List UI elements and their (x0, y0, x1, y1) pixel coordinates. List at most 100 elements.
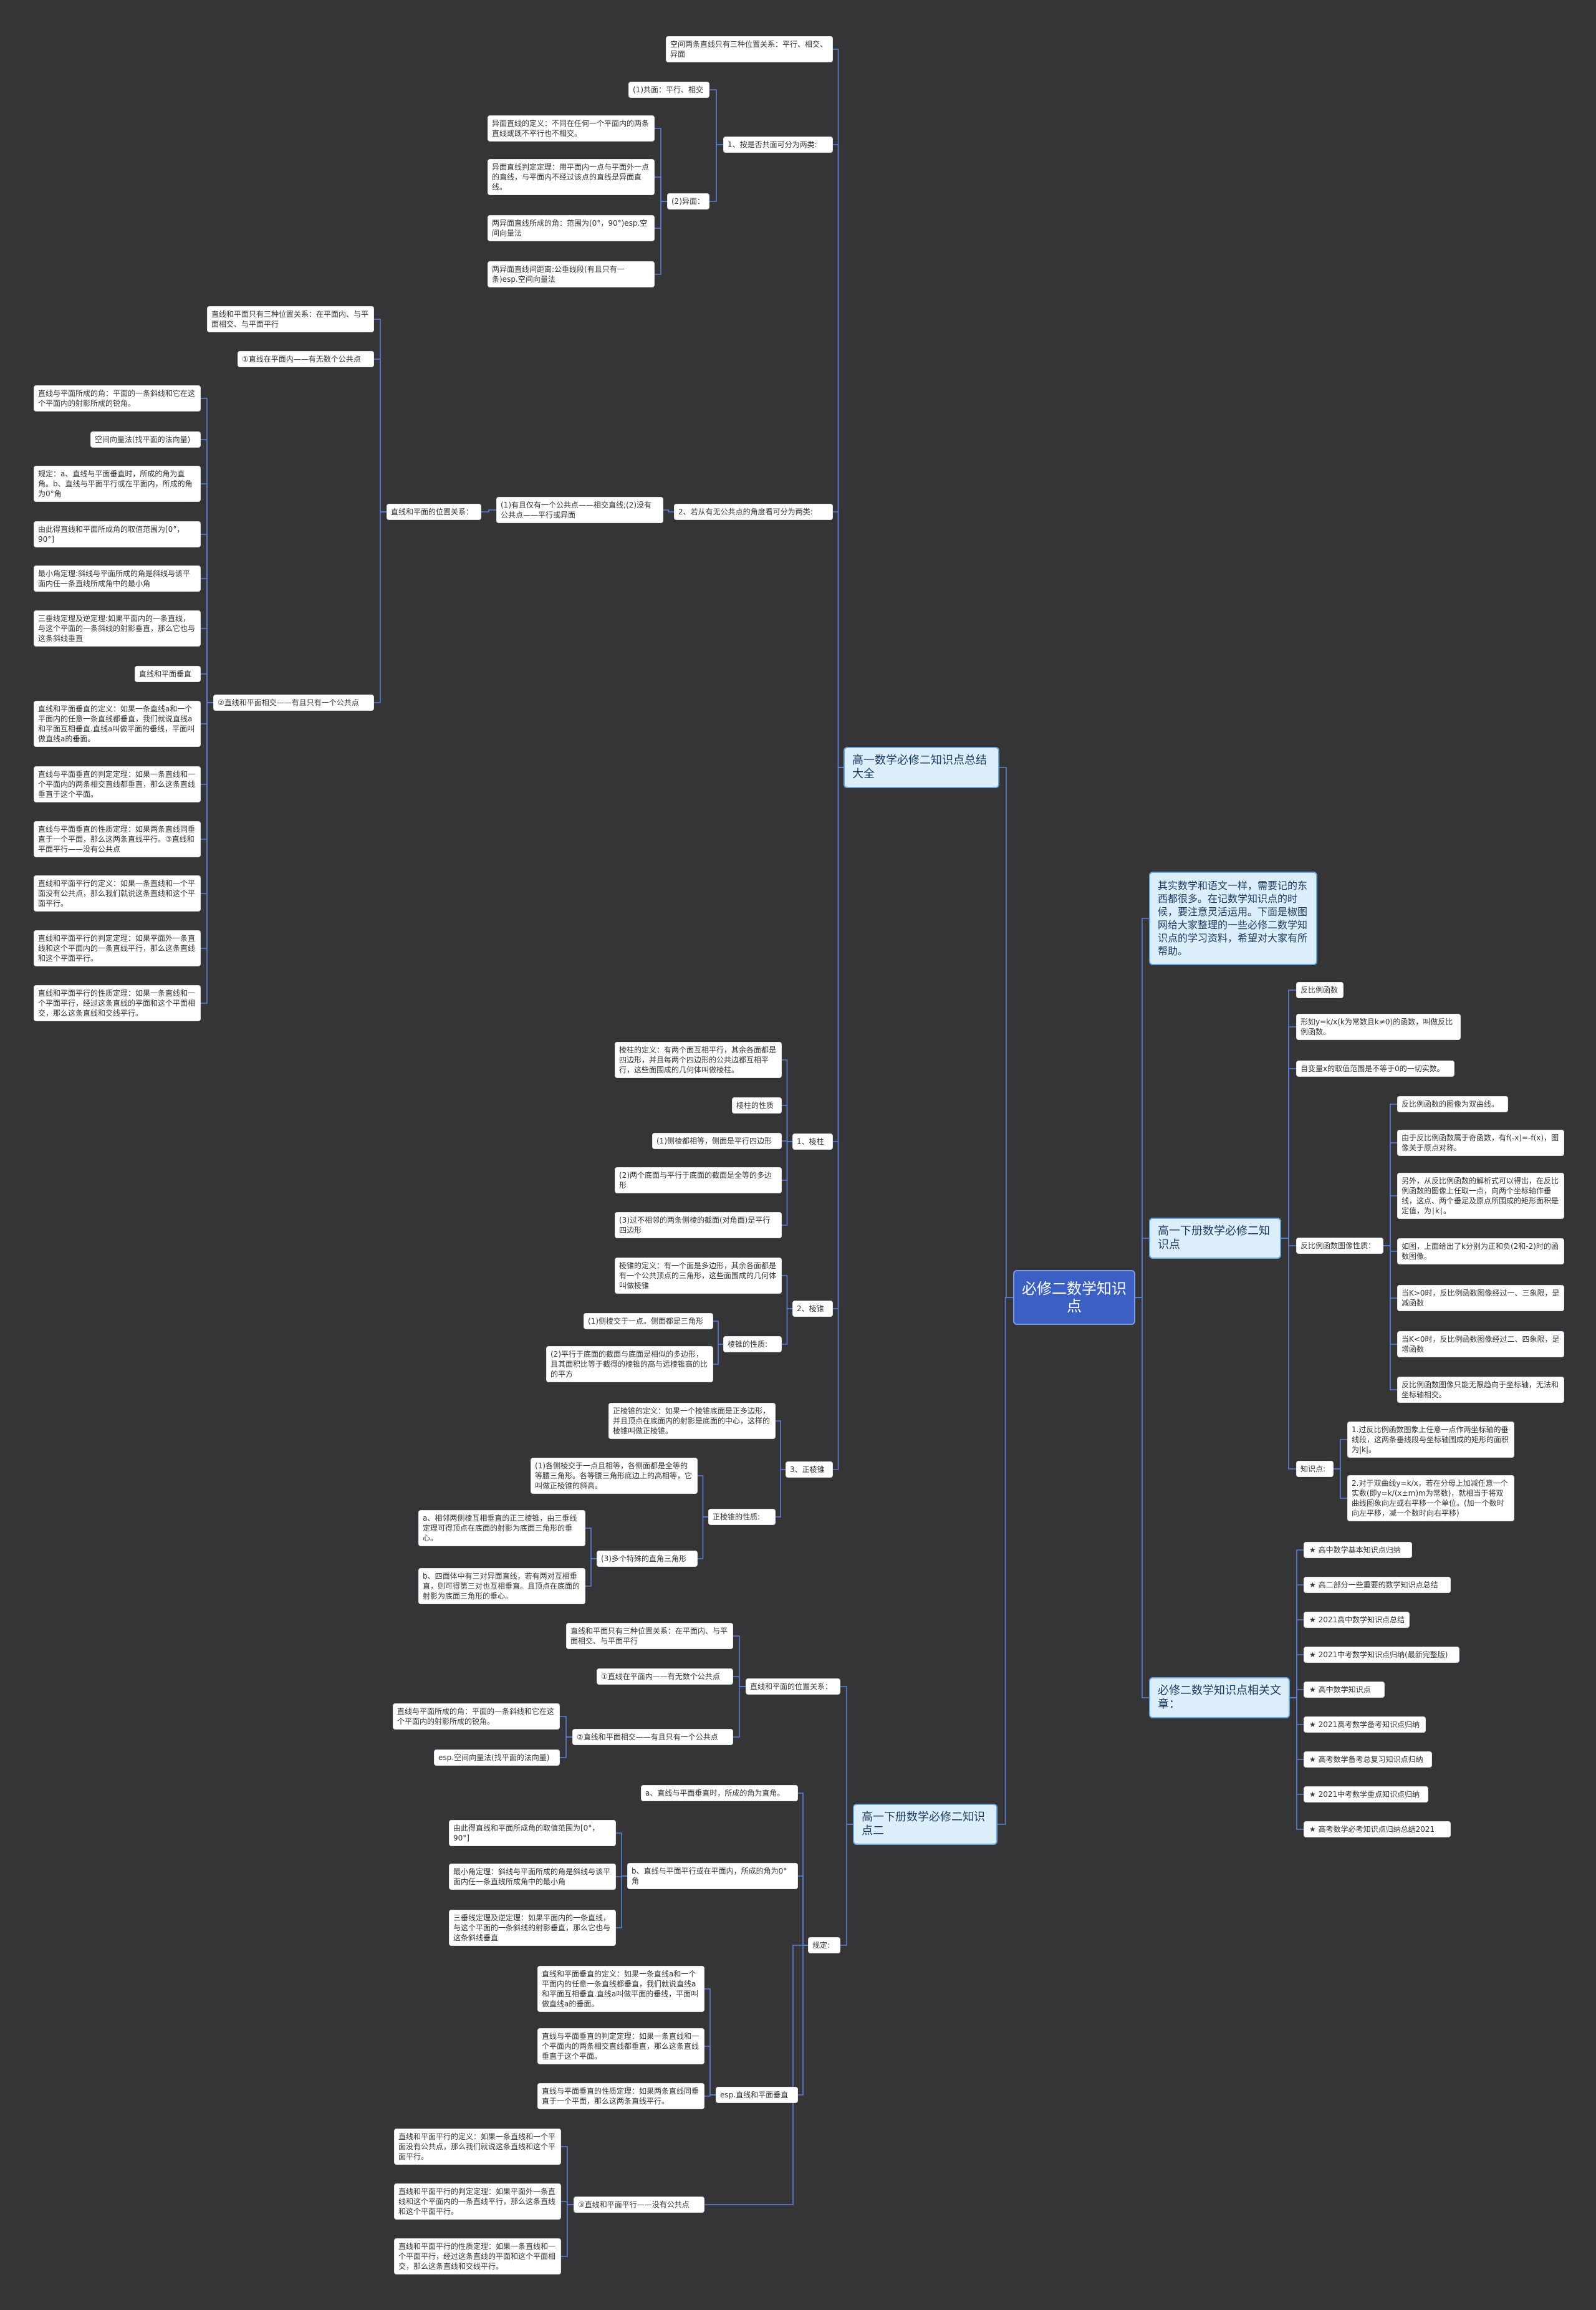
node-h3-3[interactable]: 直线与平面垂直的性质定理：如果两条直线同垂直于一个平面，那么这两条直线平行。 (537, 2083, 704, 2109)
article-link-7[interactable]: ★ 高考数学备考总复习知识点归纳 (1304, 1751, 1432, 1768)
node-h2-3[interactable]: 三垂线定理及逆定理：如果平面内的一条直线，与这个平面的一条斜线的射影垂直，那么它… (449, 1910, 616, 1946)
node-d1[interactable]: 1.过反比例函数图象上任意一点作两坐标轴的垂线段，这两条垂线段与坐标轴围成的矩形… (1347, 1422, 1514, 1458)
connector-line (1281, 1238, 1296, 1470)
node-c2[interactable]: 2、棱锥 (792, 1301, 833, 1317)
branch-intro[interactable]: 其实数学和语文一样，需要记的东西都很多。在记数学知识点的时候，要注意灵活运用。下… (1149, 872, 1317, 965)
node-g[interactable]: 直线和平面的位置关系： (746, 1678, 840, 1695)
branch-related-articles[interactable]: 必修二数学知识点相关文章： (1149, 1677, 1290, 1718)
node-a1-2-4[interactable]: 两异面直线间距离:公垂线段(有且只有一条)esp.空间向量法 (488, 261, 655, 287)
node-a1-2-3[interactable]: 两异面直线所成的角：范围为(0°，90°)esp.空间向量法 (488, 215, 655, 241)
article-link-2[interactable]: ★ 高二部分一些重要的数学知识点总结 (1304, 1577, 1451, 1593)
node-c1-5[interactable]: (3)过不相邻的两条侧棱的截面(对角面)是平行四边形 (615, 1212, 782, 1238)
node-c3-1[interactable]: 正棱锥的定义：如果一个棱锥底面是正多边形，并且顶点在底面内的射影是底面的中心，这… (608, 1403, 776, 1439)
article-link-8[interactable]: ★ 2021中考数学重点知识点归纳 (1304, 1786, 1428, 1802)
node-b2-3[interactable]: 规定：a、直线与平面垂直时，所成的角为直角。b、直线与平面平行或在平面内，所成的… (34, 466, 201, 502)
node-h4-2[interactable]: 直线和平面平行的判定定理：如果平面外一条直线和这个平面内的一条直线平行，那么这条… (394, 2183, 561, 2220)
root-node[interactable]: 必修二数学知识点 (1013, 1270, 1135, 1325)
node-a1-1[interactable]: (1)共面：平行、相交 (628, 82, 709, 98)
connector-line (782, 1141, 792, 1226)
node-h3-2[interactable]: 直线与平面垂直的判定定理：如果一条直线和一个平面内的两条相交直线都垂直，那么这条… (537, 2028, 704, 2064)
node-c2-2-2[interactable]: (2)平行于底面的截面与底面是相似的多边形，且其面积比等于截得的棱锥的高与远棱锥… (546, 1346, 713, 1382)
node-h4[interactable]: ③直线和平面平行——没有公共点 (574, 2197, 704, 2213)
node-b2-2[interactable]: 空间向量法(找平面的法向量) (90, 431, 201, 448)
node-h1[interactable]: a、直线与平面垂直时，所成的角为直角。 (641, 1785, 798, 1801)
node-e3-1[interactable]: 反比例函数的图像为双曲线。 (1397, 1096, 1508, 1112)
node-h2-2[interactable]: 最小角定理：斜线与平面所成的角是斜线与该平面内任一条直线所成角中的最小角 (449, 1864, 616, 1890)
node-b2[interactable]: ②直线和平面相交——有且只有一个公共点 (213, 695, 374, 711)
node-b2-8[interactable]: 直线和平面垂直的定义：如果一条直线a和一个平面内的任意一条直线都垂直，我们就说直… (34, 701, 201, 747)
branch-second-semester-two[interactable]: 高一下册数学必修二知识点二 (853, 1804, 998, 1845)
node-c3-2-2-1[interactable]: a、相邻两侧棱互相垂直的正三棱锥，由三垂线定理可得顶点在底面的射影为底面三角形的… (418, 1510, 585, 1546)
node-b2-6[interactable]: 三垂线定理及逆定理:如果平面内的一条直线，与这个平面的一条斜线的射影垂直，那么它… (34, 610, 201, 647)
node-a2-1[interactable]: (1)有且仅有一个公共点——相交直线;(2)没有公共点——平行或异面 (496, 497, 663, 523)
node-a1-2-2[interactable]: 异面直线判定定理：用平面内一点与平面外一点的直线，与平面内不经过该点的直线是异面… (488, 159, 655, 195)
node-h4-1[interactable]: 直线和平面平行的定义：如果一条直线和一个平面没有公共点，那么我们就说这条直线和这… (394, 2129, 561, 2165)
node-c2-1[interactable]: 棱锥的定义：有一个面是多边形，其余各面都是有一个公共顶点的三角形，这些面围成的几… (615, 1258, 782, 1294)
article-link-1[interactable]: ★ 高中数学基本知识点归纳 (1304, 1542, 1412, 1558)
node-b2-1[interactable]: 直线与平面所成的角：平面的一条斜线和它在这个平面内的射影所成的锐角。 (34, 385, 201, 411)
node-c3-2-2-2[interactable]: b、四面体中有三对异面直线，若有两对互相垂直，则可得第三对也互相垂直。且顶点在底… (418, 1568, 585, 1604)
node-e4[interactable]: 知识点: (1296, 1461, 1334, 1477)
node-g2-2[interactable]: esp.空间向量法(找平面的法向量) (434, 1749, 560, 1766)
node-c3[interactable]: 3、正棱锥 (786, 1461, 833, 1478)
node-e0[interactable]: 反比例函数 (1296, 982, 1344, 998)
node-c2-2-1[interactable]: (1)侧棱交于一点。侧面都是三角形 (584, 1313, 713, 1329)
branch-summary[interactable]: 高一数学必修二知识点总结大全 (844, 747, 999, 788)
node-b2-13[interactable]: 直线和平面平行的性质定理：如果一条直线和一个平面平行，经过这条直线的平面和这个平… (34, 985, 201, 1021)
node-a-intro[interactable]: 空间两条直线只有三种位置关系：平行、相交、异面 (666, 36, 833, 62)
connector-line (999, 767, 1013, 1298)
node-e2[interactable]: 自变量x的取值范围是不等于0的一切实数。 (1296, 1061, 1454, 1077)
node-e3-4[interactable]: 如图，上面给出了k分别为正和负(2和-2)时的函数图像。 (1397, 1238, 1564, 1264)
node-e3-5[interactable]: 当K>0时，反比例函数图像经过一、三象限，是减函数 (1397, 1285, 1564, 1311)
node-b2-7[interactable]: 直线和平面垂直 (135, 666, 201, 682)
node-e3-3[interactable]: 另外，从反比例函数的解析式可以得出，在反比例函数的图像上任取一点，向两个坐标轴作… (1397, 1173, 1564, 1219)
node-b2-5[interactable]: 最小角定理:斜线与平面所成的角是斜线与该平面内任一条直线所成角中的最小角 (34, 565, 201, 592)
node-e3-6[interactable]: 当K<0时，反比例函数图像经过二、四象限，是增函数 (1397, 1331, 1564, 1357)
node-b2-12[interactable]: 直线和平面平行的判定定理：如果平面外一条直线和这个平面内的一条直线平行，那么这条… (34, 930, 201, 966)
node-g2[interactable]: ②直线和平面相交——有且只有一个公共点 (572, 1729, 733, 1745)
node-e3[interactable]: 反比例函数图像性质： (1296, 1238, 1383, 1254)
node-e3-2[interactable]: 由于反比例函数属于奇函数，有f(-x)=-f(x)，图像关于原点对称。 (1397, 1130, 1564, 1156)
node-g0[interactable]: 直线和平面只有三种位置关系：在平面内、与平面相交、与平面平行 (566, 1623, 733, 1649)
node-a1[interactable]: 1、按是否共面可分为两类: (723, 137, 833, 153)
connector-line (998, 1297, 1013, 1825)
article-link-3[interactable]: ★ 2021高中数学知识点总结 (1304, 1612, 1410, 1628)
node-d2[interactable]: 2.对于双曲线y=k/x，若在分母上加减任意一个实数(即y=k/(x±m)m为常… (1347, 1475, 1514, 1521)
node-c1-1[interactable]: 棱柱的定义：有两个面互相平行，其余各面都是四边形，并且每两个四边形的公共边都互相… (615, 1042, 782, 1078)
node-c1-3[interactable]: (1)侧棱都相等，侧面是平行四边形 (652, 1133, 782, 1149)
node-c3-2-1[interactable]: (1)各侧棱交于一点且相等，各侧面都是全等的等腰三角形。各等腰三角形底边上的高相… (531, 1458, 698, 1494)
node-c2-2[interactable]: 棱锥的性质: (723, 1336, 782, 1352)
node-b1[interactable]: ①直线在平面内——有无数个公共点 (238, 351, 374, 367)
node-a1-2-1[interactable]: 异面直线的定义：不同在任何一个平面内的两条直线或既不平行也不相交。 (488, 115, 655, 142)
article-link-9[interactable]: ★ 高考数学必考知识点归纳总结2021 (1304, 1821, 1451, 1837)
node-e3-7[interactable]: 反比例函数图像只能无限趋向于坐标轴，无法和坐标轴相交。 (1397, 1377, 1564, 1403)
connector-line (1281, 1068, 1296, 1239)
node-b[interactable]: 直线和平面的位置关系： (387, 504, 481, 520)
node-c1-4[interactable]: (2)两个底面与平行于底面的截面是全等的多边形 (615, 1167, 782, 1193)
article-link-5[interactable]: ★ 高中数学知识点 (1304, 1682, 1385, 1698)
node-h3[interactable]: esp.直线和平面垂直 (716, 2087, 798, 2103)
node-h[interactable]: 规定: (808, 1937, 840, 1953)
node-h2[interactable]: b、直线与平面平行或在平面内，所成的角为0°角 (627, 1863, 798, 1889)
node-a1-2[interactable]: (2)异面： (667, 193, 709, 209)
node-c3-2[interactable]: 正棱锥的性质: (708, 1509, 776, 1525)
node-a2[interactable]: 2、若从有无公共点的角度看可分为两类: (674, 504, 833, 520)
node-h3-1[interactable]: 直线和平面垂直的定义：如果一条直线a和一个平面内的任意一条直线都垂直，我们就说直… (537, 1966, 704, 2012)
node-b2-10[interactable]: 直线与平面垂直的性质定理：如果两条直线同垂直于一个平面，那么这两条直线平行。③直… (34, 821, 201, 857)
node-g2-1[interactable]: 直线与平面所成的角：平面的一条斜线和它在这个平面内的射影所成的锐角。 (393, 1703, 560, 1730)
article-link-6[interactable]: ★ 2021高考数学备考知识点归纳 (1304, 1716, 1426, 1733)
connector-line (1135, 1238, 1149, 1298)
node-b0[interactable]: 直线和平面只有三种位置关系：在平面内、与平面相交、与平面平行 (207, 306, 374, 332)
article-link-4[interactable]: ★ 2021中考数学知识点归纳(最新完整版) (1304, 1647, 1459, 1663)
node-g1[interactable]: ①直线在平面内——有无数个公共点 (597, 1668, 733, 1685)
node-h2-1[interactable]: 由此得直线和平面所成角的取值范围为[0°，90°] (449, 1820, 616, 1846)
node-c3-2-2[interactable]: (3)多个特殊的直角三角形 (597, 1551, 698, 1567)
node-b2-9[interactable]: 直线与平面垂直的判定定理：如果一条直线和一个平面内的两条相交直线都垂直，那么这条… (34, 766, 201, 802)
node-b2-4[interactable]: 由此得直线和平面所成角的取值范围为[0°，90°] (34, 521, 201, 547)
branch-second-semester[interactable]: 高一下册数学必修二知识点 (1149, 1218, 1281, 1259)
node-c1-2[interactable]: 棱柱的性质 (732, 1097, 782, 1114)
node-c1[interactable]: 1、棱柱 (792, 1133, 833, 1150)
node-h4-3[interactable]: 直线和平面平行的性质定理：如果一条直线和一个平面平行，经过这条直线的平面和这个平… (394, 2238, 561, 2274)
node-e1[interactable]: 形如y=k/x(k为常数且k≠0)的函数，叫做反比例函数。 (1296, 1014, 1461, 1040)
node-b2-11[interactable]: 直线和平面平行的定义：如果一条直线和一个平面没有公共点，那么我们就说这条直线和这… (34, 875, 201, 912)
